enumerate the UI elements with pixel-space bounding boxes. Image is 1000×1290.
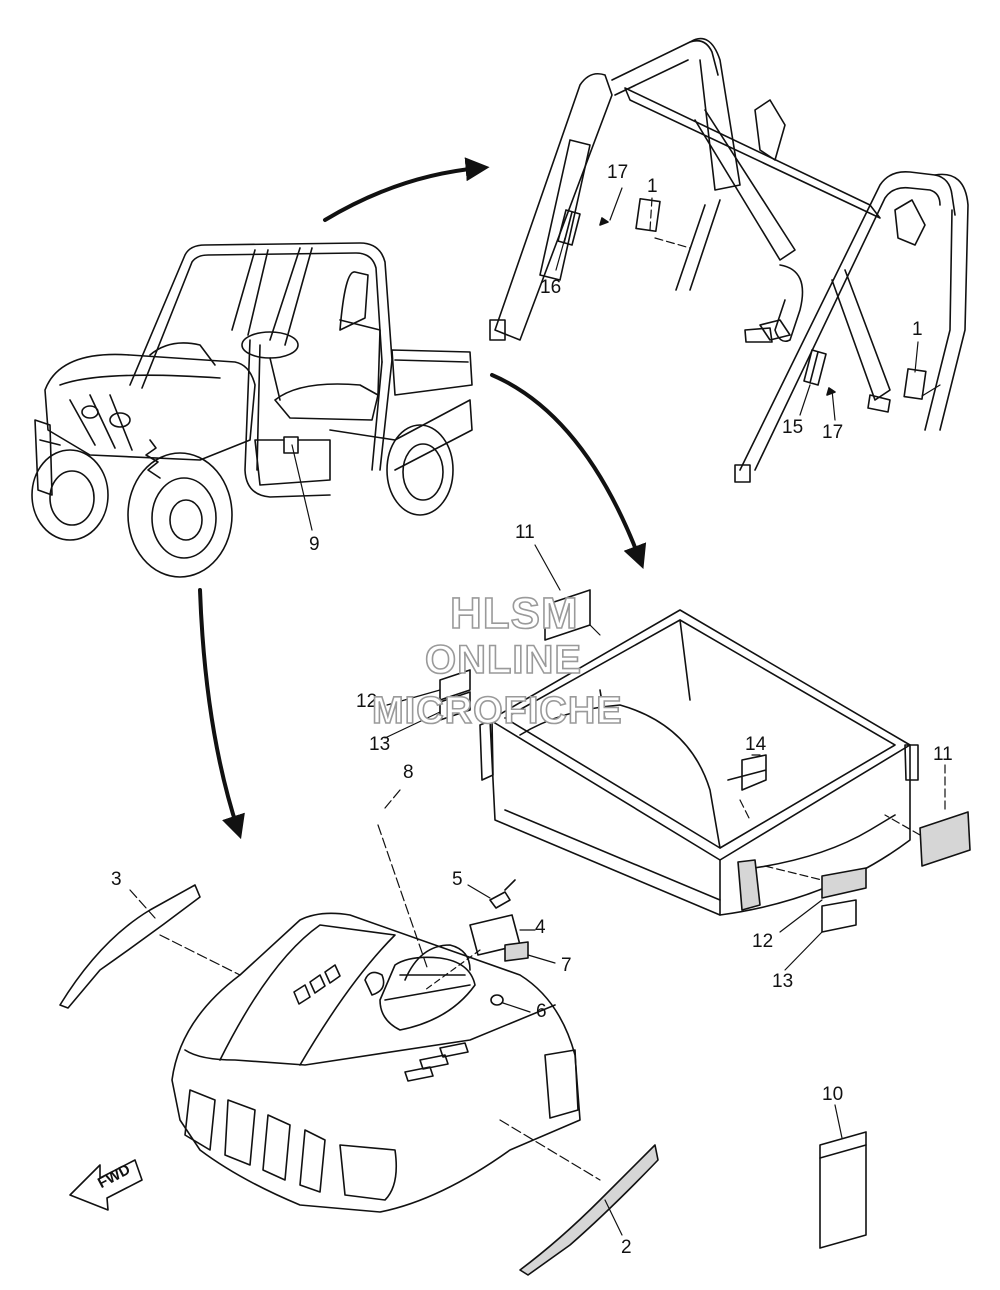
callout-2: 2 bbox=[621, 1237, 632, 1258]
callout-3: 3 bbox=[111, 869, 122, 890]
cargo-bed bbox=[384, 544, 971, 971]
callout-10: 10 bbox=[822, 1084, 844, 1105]
callout-17-a: 17 bbox=[607, 162, 629, 183]
callout-17-b: 17 bbox=[822, 422, 844, 443]
watermark-line-3: MICROFICHE bbox=[371, 690, 623, 732]
callout-15: 15 bbox=[782, 417, 804, 438]
watermark-line-1: HLSM bbox=[449, 589, 579, 638]
callout-11-a: 11 bbox=[515, 522, 535, 543]
callout-13-b: 13 bbox=[772, 971, 794, 992]
callout-6: 6 bbox=[536, 1001, 547, 1022]
callout-1-b: 1 bbox=[912, 319, 923, 340]
fwd-arrow bbox=[69, 1159, 143, 1211]
decal-10-sheet bbox=[819, 1104, 867, 1249]
callout-13-a: 13 bbox=[369, 734, 391, 755]
callout-5: 5 bbox=[452, 869, 463, 890]
callout-11-b: 11 bbox=[933, 744, 953, 765]
direction-arrows bbox=[198, 157, 647, 840]
callout-1-a: 1 bbox=[647, 176, 658, 197]
front-hood bbox=[59, 789, 659, 1276]
callout-7: 7 bbox=[561, 955, 572, 976]
callout-14: 14 bbox=[745, 734, 767, 755]
callout-12-b: 12 bbox=[752, 931, 774, 952]
roll-cage-detail bbox=[489, 37, 969, 483]
callout-8: 8 bbox=[403, 762, 414, 783]
watermark-line-2: ONLINE bbox=[424, 638, 583, 682]
callout-16: 16 bbox=[540, 277, 562, 298]
callout-9: 9 bbox=[309, 534, 320, 555]
callout-12-a: 12 bbox=[356, 691, 378, 712]
utv-vehicle bbox=[31, 242, 473, 578]
callout-4: 4 bbox=[535, 917, 546, 938]
